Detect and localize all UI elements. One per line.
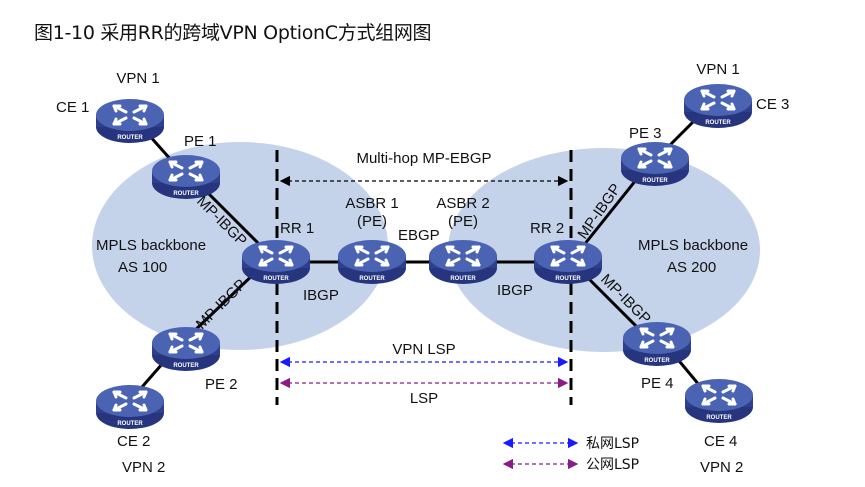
figure-title: 图1-10 采用RR的跨域VPN OptionC方式组网图 [34,22,432,44]
multihop-label: Multi-hop MP-EBGP [356,150,491,167]
asbr2-label: ASBR 2 [436,195,489,212]
asbr1-label: ASBR 1 [345,195,398,212]
asbr1-asbr2-link-label: EBGP [398,227,440,244]
ce1-group-label: VPN 1 [116,70,159,87]
link-pe2-rr1 [188,266,262,337]
pe3-label: PE 3 [629,125,662,142]
router-badge: ROUTER [705,120,731,126]
ce2-group-label: VPN 2 [122,459,165,476]
ce4-label: CE 4 [704,433,737,450]
pe2-label: PE 2 [205,376,238,393]
router-badge: ROUTER [117,421,143,427]
router-rr2[interactable]: ROUTER [532,238,604,286]
router-rr1[interactable]: ROUTER [240,238,312,286]
rr1-asbr1-link-label: IBGP [303,287,339,304]
as200-title: MPLS backbone [638,237,748,254]
router-ce1[interactable]: ROUTER [94,97,166,145]
legend: 私网LSP 公网LSP [502,436,639,473]
asbr2-rr2-link-label: IBGP [497,282,533,299]
router-asbr1[interactable]: ROUTER [336,238,408,286]
rr1-label: RR 1 [280,220,314,237]
ce4-group-label: VPN 2 [700,459,743,476]
link-rr2-pe3 [578,174,642,251]
legend-lsp-label: 公网LSP [586,457,639,473]
asbr2-sub-label: (PE) [448,213,478,230]
ce1-label: CE 1 [56,99,89,116]
router-badge: ROUTER [555,276,581,282]
as100-number: AS 100 [118,259,167,276]
backbone-area-as200 [448,148,760,352]
router-badge: ROUTER [359,276,385,282]
pe4-label: PE 4 [641,375,674,392]
router-pe4[interactable]: ROUTER [621,320,693,368]
asbr1-sub-label: (PE) [357,213,387,230]
router-ce4[interactable]: ROUTER [683,377,755,425]
vpn-lsp-label: VPN LSP [392,341,455,358]
router-pe3[interactable]: ROUTER [619,140,691,188]
rr2-label: RR 2 [530,220,564,237]
link-rr2-pe4 [578,268,647,337]
lsp-label: LSP [410,390,438,407]
router-pe2[interactable]: ROUTER [150,325,222,373]
as200-number: AS 200 [667,259,716,276]
router-badge: ROUTER [173,191,199,197]
router-badge: ROUTER [263,276,289,282]
router-badge: ROUTER [644,358,670,364]
router-badge: ROUTER [173,363,199,369]
router-pe1[interactable]: ROUTER [150,153,222,201]
ce3-label: CE 3 [756,96,789,113]
legend-vpn-lsp-label: 私网LSP [586,436,639,452]
pe1-label: PE 1 [184,133,217,150]
router-badge: ROUTER [642,178,668,184]
router-ce2[interactable]: ROUTER [94,383,166,431]
ce3-group-label: VPN 1 [696,61,739,78]
router-asbr2[interactable]: ROUTER [427,238,499,286]
ce2-label: CE 2 [117,433,150,450]
router-badge: ROUTER [706,415,732,421]
router-badge: ROUTER [117,135,143,141]
as100-title: MPLS backbone [96,237,206,254]
router-ce3[interactable]: ROUTER [682,82,754,130]
router-badge: ROUTER [450,276,476,282]
